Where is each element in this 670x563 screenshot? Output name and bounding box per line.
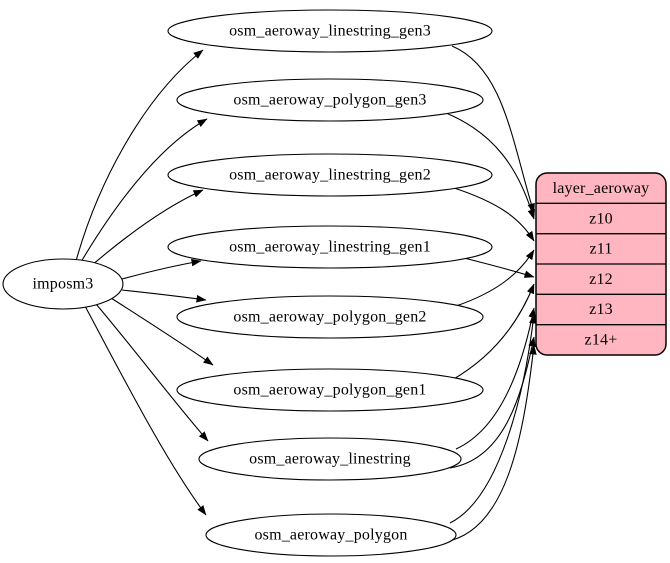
layer-row-z13: z13 bbox=[589, 301, 613, 318]
table-label: osm_aeroway_linestring_gen3 bbox=[229, 23, 431, 40]
table-label: osm_aeroway_polygon_gen3 bbox=[233, 92, 426, 109]
table-label: osm_aeroway_linestring_gen2 bbox=[229, 167, 431, 184]
edge-imposm3-osm_aeroway_polygon_gen3 bbox=[80, 118, 208, 263]
edge-imposm3-osm_aeroway_linestring_gen3 bbox=[75, 49, 204, 262]
table-label: osm_aeroway_linestring bbox=[249, 451, 411, 468]
table-ellipse bbox=[205, 513, 457, 557]
edges-tables-to-layer bbox=[443, 45, 537, 543]
node-osm_aeroway_linestring: osm_aeroway_linestring bbox=[198, 437, 462, 481]
edge-osm_aeroway_polygon-z14 bbox=[443, 344, 537, 543]
edge-osm_aeroway_linestring_gen1-z12 bbox=[455, 255, 535, 278]
table-ellipse bbox=[167, 225, 493, 269]
node-layer_aeroway: layer_aeroway z10 z11 z12 z13 z14+ bbox=[535, 172, 667, 356]
imposm3-ellipse bbox=[2, 258, 124, 310]
layer-title: layer_aeroway bbox=[553, 180, 650, 197]
node-osm_aeroway_polygon_gen1: osm_aeroway_polygon_gen1 bbox=[176, 368, 484, 412]
node-osm_aeroway_polygon_gen2: osm_aeroway_polygon_gen2 bbox=[176, 295, 484, 339]
edges-source-to-tables bbox=[75, 49, 214, 516]
layer-row-z11: z11 bbox=[589, 241, 612, 258]
node-osm_aeroway_polygon: osm_aeroway_polygon bbox=[205, 513, 457, 557]
edge-osm_aeroway_polygon_gen3-z10 bbox=[445, 112, 535, 220]
layer-row-z14plus: z14+ bbox=[585, 332, 618, 349]
table-ellipse bbox=[176, 295, 484, 339]
node-osm_aeroway_linestring_gen2: osm_aeroway_linestring_gen2 bbox=[167, 153, 493, 197]
edge-imposm3-osm_aeroway_linestring_gen2 bbox=[90, 189, 204, 267]
edge-imposm3-osm_aeroway_linestring_gen1 bbox=[121, 258, 202, 280]
table-ellipse bbox=[176, 78, 484, 122]
edge-imposm3-osm_aeroway_polygon bbox=[84, 305, 207, 516]
node-osm_aeroway_linestring_gen3: osm_aeroway_linestring_gen3 bbox=[167, 9, 493, 53]
table-label: osm_aeroway_polygon_gen2 bbox=[233, 309, 426, 326]
table-ellipse bbox=[176, 368, 484, 412]
edge-osm_aeroway_polygon_gen2-z11 bbox=[455, 249, 535, 307]
edge-imposm3-osm_aeroway_polygon_gen1 bbox=[110, 297, 214, 366]
edge-imposm3-osm_aeroway_linestring bbox=[95, 303, 209, 442]
table-ellipse bbox=[167, 9, 493, 53]
node-osm_aeroway_linestring_gen1: osm_aeroway_linestring_gen1 bbox=[167, 225, 493, 269]
table-label: osm_aeroway_linestring_gen1 bbox=[229, 239, 431, 256]
edge-osm_aeroway_linestring_gen3-z10 bbox=[451, 45, 535, 214]
layer-row-z12: z12 bbox=[589, 271, 613, 288]
edge-osm_aeroway_linestring-z14 bbox=[449, 336, 536, 469]
node-osm_aeroway_polygon_gen3: osm_aeroway_polygon_gen3 bbox=[176, 78, 484, 122]
edge-osm_aeroway_polygon_gen1-z12 bbox=[451, 283, 535, 381]
table-ellipse bbox=[198, 437, 462, 481]
edge-osm_aeroway_linestring_gen2-z11 bbox=[450, 186, 535, 242]
node-imposm3: imposm3 bbox=[2, 258, 124, 310]
table-ellipse bbox=[167, 153, 493, 197]
edge-imposm3-osm_aeroway_polygon_gen2 bbox=[121, 289, 207, 303]
imposm3-label: imposm3 bbox=[33, 276, 94, 293]
table-label: osm_aeroway_polygon_gen1 bbox=[233, 382, 426, 399]
table-label: osm_aeroway_polygon bbox=[254, 527, 407, 544]
layer-row-z10: z10 bbox=[589, 210, 613, 227]
edge-osm_aeroway_linestring-z13 bbox=[455, 307, 536, 450]
